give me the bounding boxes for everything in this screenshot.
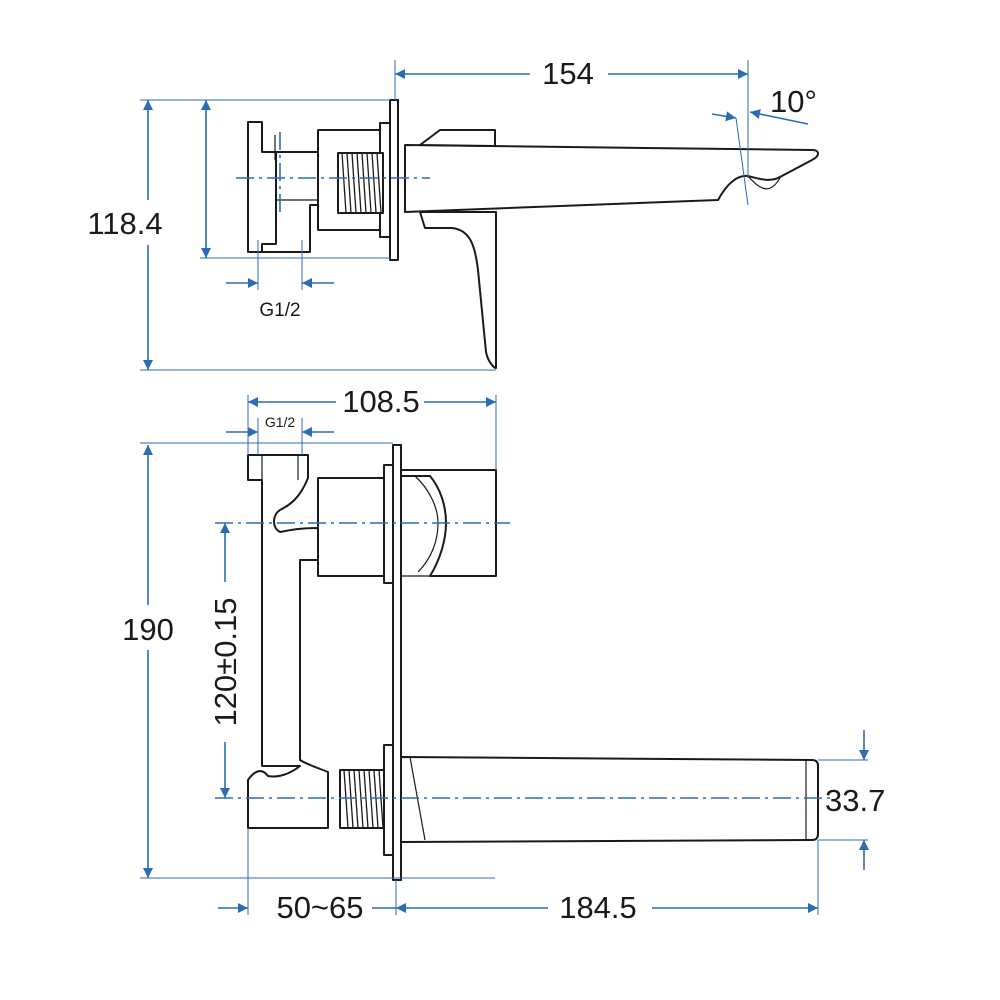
dim-label-118: 118.4	[87, 206, 162, 241]
front-spout	[400, 756, 819, 843]
dim-label-154: 154	[542, 56, 594, 91]
dim-label-thread-bottom: G1/2	[265, 414, 296, 430]
top-wall-plate	[389, 99, 399, 261]
dim-label-33: 33.7	[825, 783, 885, 818]
top-view: 154 10° 118.4 G1/2	[87, 56, 819, 371]
front-lower-collar	[383, 744, 394, 856]
front-view: 108.5 G1/2 190 120±0.15 33.7 50~65 184.5	[122, 384, 885, 925]
dim-label-190: 190	[122, 612, 174, 647]
top-valve-flange	[247, 121, 277, 253]
front-cartridge	[317, 477, 385, 577]
top-lever-handle	[419, 211, 497, 369]
top-spout	[404, 144, 819, 213]
front-thread	[339, 769, 385, 829]
top-thread	[337, 152, 384, 214]
dim-label-120: 120±0.15	[208, 597, 243, 726]
dim-label-184: 184.5	[559, 890, 637, 925]
dim-label-108: 108.5	[342, 384, 420, 419]
top-spout-cap	[419, 129, 496, 147]
dim-label-angle: 10°	[770, 84, 817, 119]
dim-label-thread-top: G1/2	[259, 300, 300, 321]
front-valve-body	[247, 454, 329, 829]
dim-label-50-65: 50~65	[276, 890, 363, 925]
front-wall-plate	[392, 444, 402, 881]
